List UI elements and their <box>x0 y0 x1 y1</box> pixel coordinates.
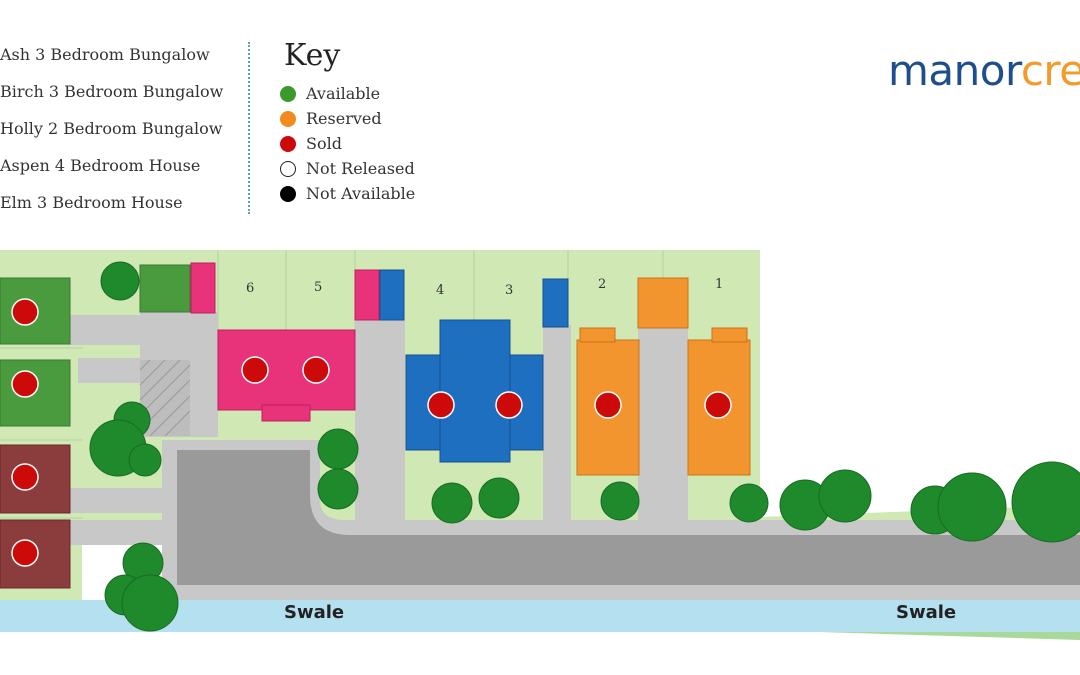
house-type-list: Ash 3 Bedroom Bungalow Birch 3 Bedroom B… <box>0 36 240 221</box>
house-type-birch: Birch 3 Bedroom Bungalow <box>0 82 224 101</box>
tree <box>600 481 640 521</box>
aspen-porch <box>261 404 311 422</box>
ash-garage <box>139 264 191 313</box>
plot-number-2: 2 <box>598 277 606 292</box>
tree <box>317 468 359 510</box>
key-label: Sold <box>306 134 342 153</box>
plot-number-5: 5 <box>314 280 322 295</box>
logo-text-cre: cre <box>1020 46 1080 95</box>
driveway <box>543 325 571 520</box>
aspen-garage <box>190 262 216 314</box>
sold-marker <box>495 391 523 419</box>
road-surface <box>177 450 1080 585</box>
elm-garage <box>637 277 689 329</box>
key-label: Reserved <box>306 109 382 128</box>
tree <box>121 574 179 632</box>
swale-label-right: Swale <box>896 602 956 623</box>
plot-number-1: 1 <box>715 277 723 292</box>
key-item-not-available: Not Available <box>280 181 415 206</box>
key-label: Not Released <box>306 159 415 178</box>
hatch-lines <box>139 359 191 437</box>
tree <box>128 443 162 477</box>
swale-label-left: Swale <box>284 602 344 623</box>
house-type-aspen: Aspen 4 Bedroom House <box>0 156 201 175</box>
sold-marker <box>241 356 269 384</box>
not-released-dot-icon <box>280 160 296 177</box>
logo-text-manor: manor <box>888 46 1021 95</box>
driveway <box>355 320 405 520</box>
tree <box>1011 461 1080 543</box>
tree <box>937 472 1007 542</box>
driveway <box>70 488 165 513</box>
house-type-holly: Holly 2 Bedroom Bungalow <box>0 119 223 138</box>
plot-number-3: 3 <box>505 283 513 298</box>
key-title: Key <box>284 38 341 73</box>
birch-garage <box>542 278 569 328</box>
key-item-sold: Sold <box>280 131 415 156</box>
sold-marker <box>594 391 622 419</box>
key-item-available: Available <box>280 81 415 106</box>
tree <box>317 428 359 470</box>
elm-houses <box>576 277 751 476</box>
sold-marker <box>11 370 39 398</box>
key-legend: Key Available Reserved Sold Not Released… <box>280 38 415 206</box>
plot-numbers: 6 5 4 3 2 1 <box>246 277 723 298</box>
manorcrest-logo: manorcre <box>888 46 1080 95</box>
sold-marker <box>11 298 39 326</box>
sold-marker <box>11 539 39 567</box>
house-type-elm: Elm 3 Bedroom House <box>0 193 183 212</box>
key-label: Available <box>306 84 381 103</box>
not-available-dot-icon <box>280 185 296 202</box>
sold-marker <box>302 356 330 384</box>
plot-number-4: 4 <box>436 283 444 298</box>
elm-house-front <box>711 327 748 343</box>
tree <box>478 477 520 519</box>
tree <box>818 469 872 523</box>
house-type-ash: Ash 3 Bedroom Bungalow <box>0 45 210 64</box>
aspen-house <box>217 329 356 411</box>
plot-number-6: 6 <box>246 281 254 296</box>
driveway <box>70 520 165 545</box>
sold-dot-icon <box>280 135 296 152</box>
birch-garage <box>379 269 405 321</box>
available-dot-icon <box>280 85 296 102</box>
swale <box>0 600 1080 632</box>
key-item-not-released: Not Released <box>280 156 415 181</box>
key-label: Not Available <box>306 184 416 203</box>
trees <box>89 261 1080 632</box>
sold-marker <box>427 391 455 419</box>
ash-bungalows <box>0 264 191 427</box>
aspen-houses <box>190 262 380 422</box>
tree <box>100 261 140 301</box>
sold-marker <box>704 391 732 419</box>
tree <box>431 482 473 524</box>
reserved-dot-icon <box>280 110 296 127</box>
aspen-garage <box>354 269 380 321</box>
swale-edge <box>820 632 1080 640</box>
driveway <box>638 325 688 520</box>
birch-bungalow-wing <box>439 319 511 463</box>
dotted-divider <box>248 42 250 214</box>
key-item-reserved: Reserved <box>280 106 415 131</box>
sold-markers <box>11 298 732 567</box>
tree <box>729 483 769 523</box>
driveway <box>78 358 148 383</box>
driveway <box>70 315 145 345</box>
sold-marker <box>11 463 39 491</box>
elm-house-front <box>579 327 616 343</box>
